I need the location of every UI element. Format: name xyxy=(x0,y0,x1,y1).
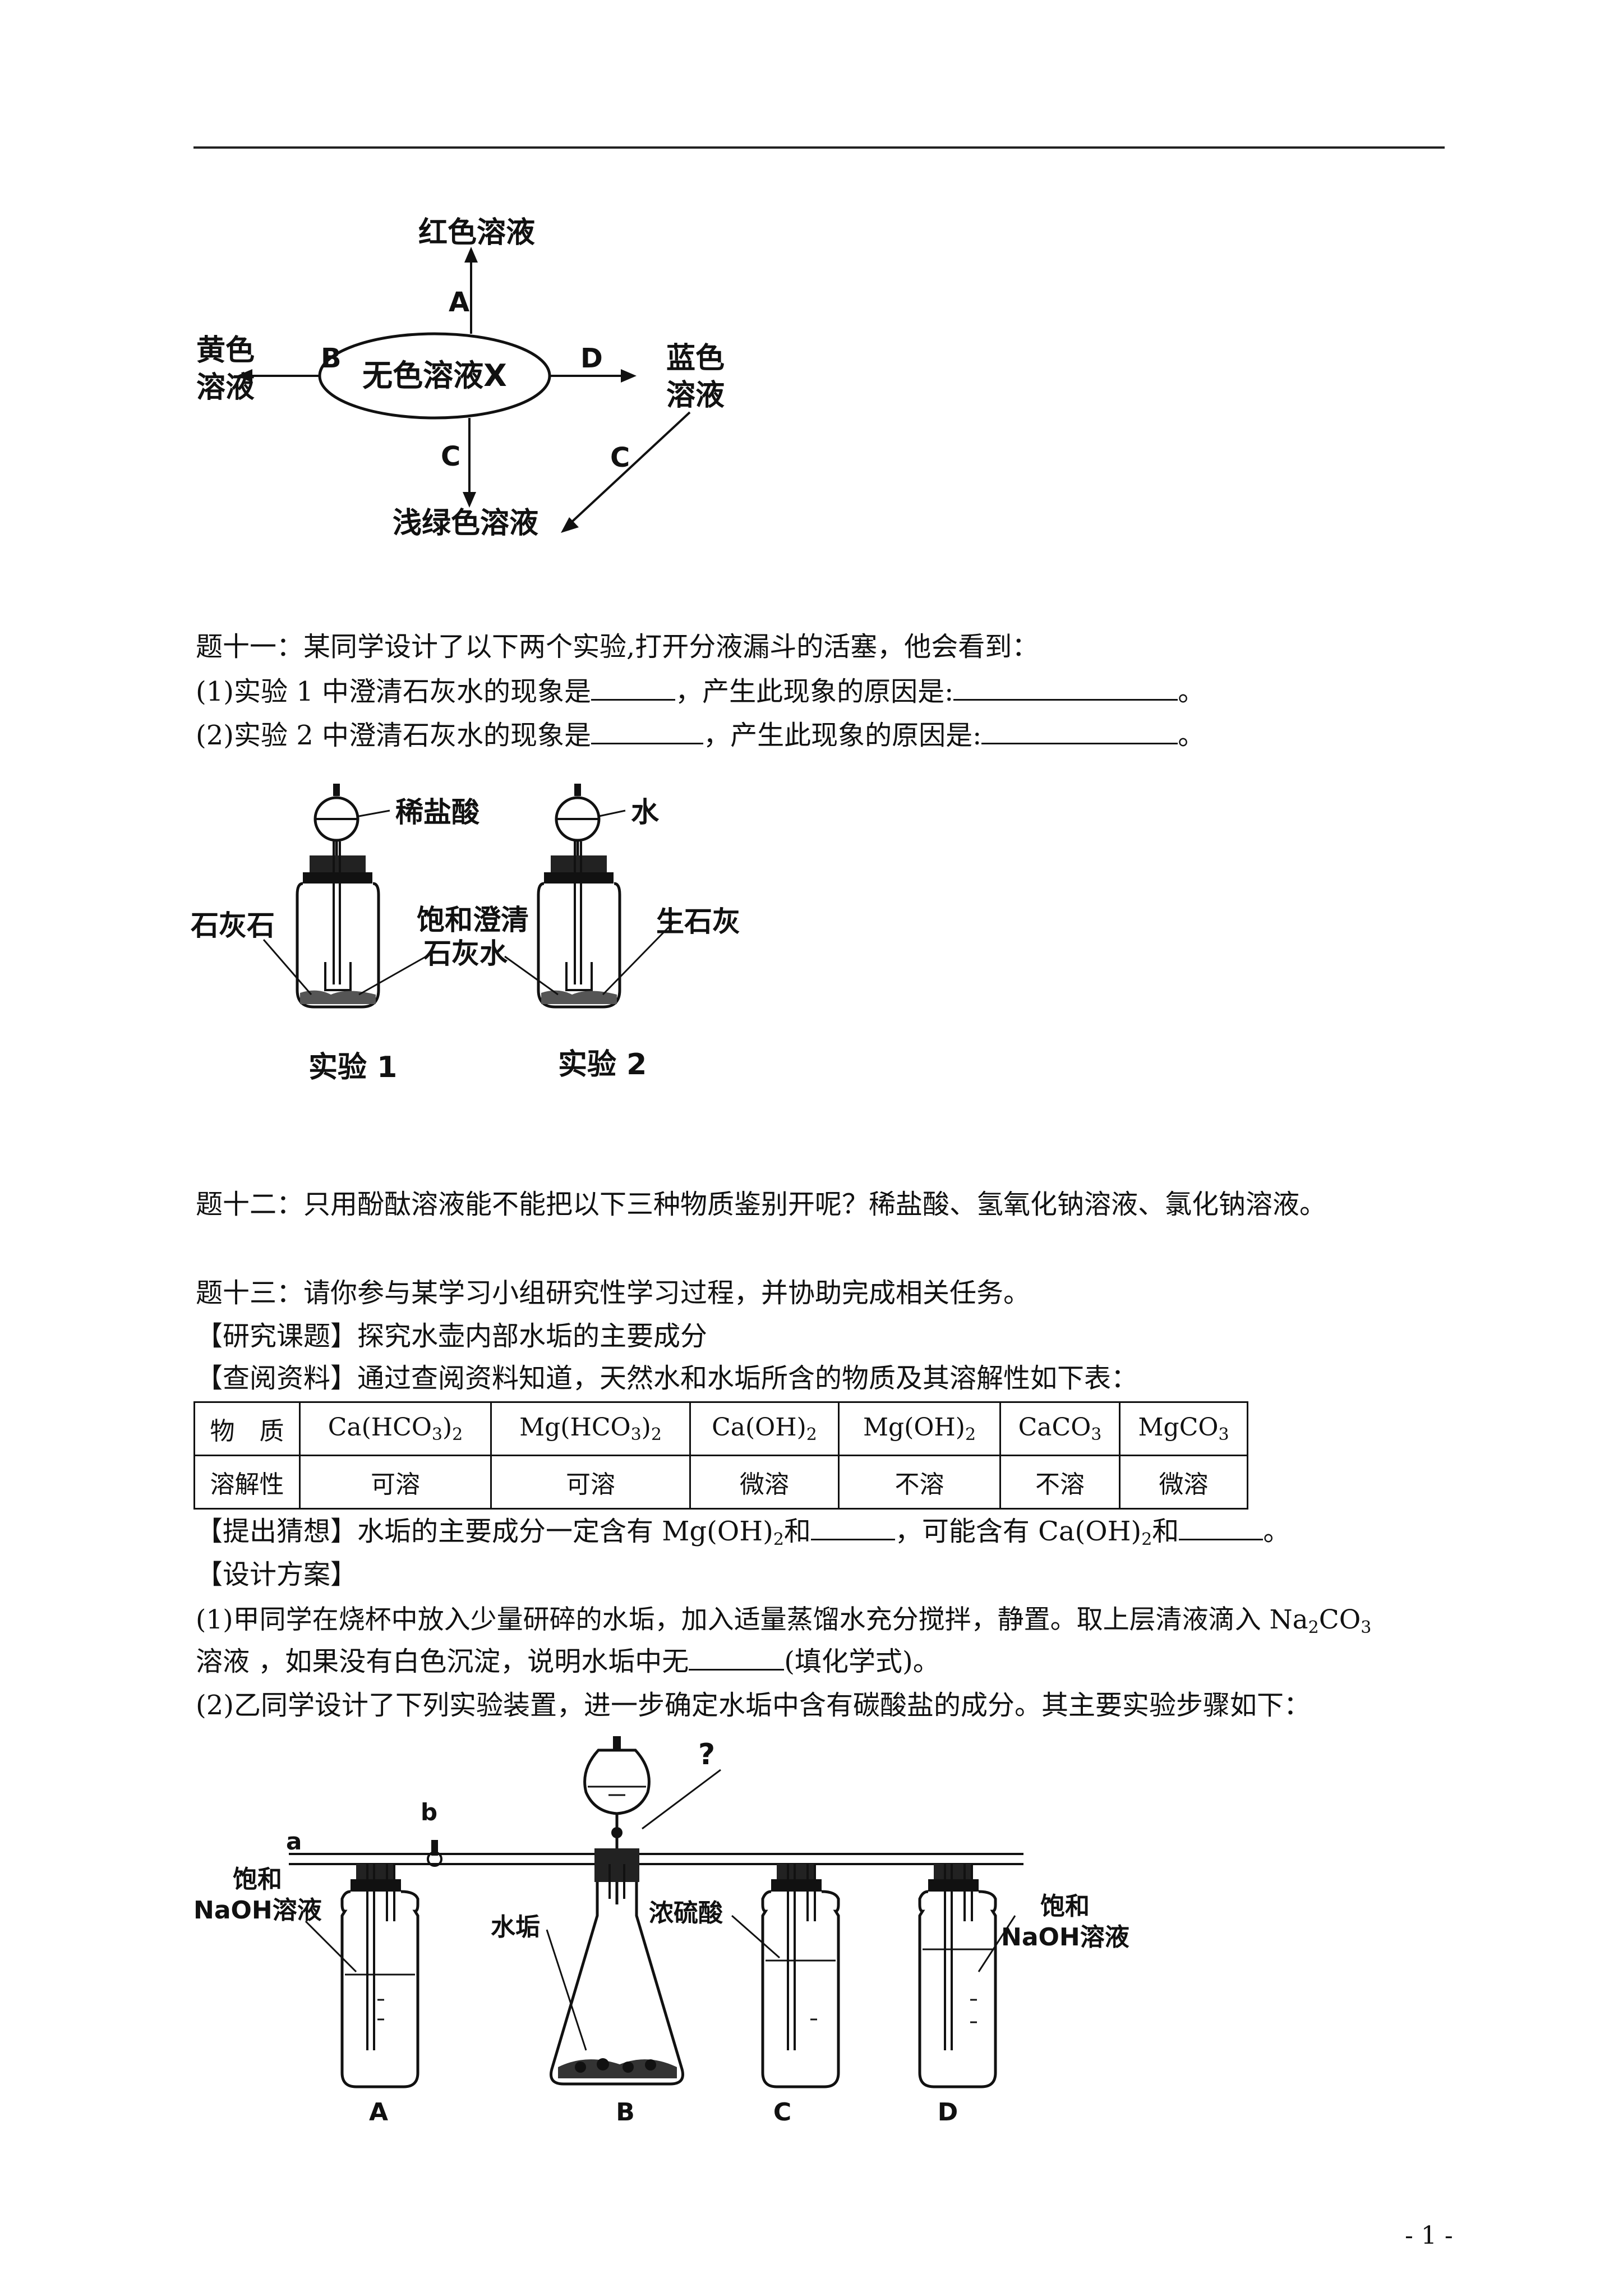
color-reaction-diagram: 无色溶液X 红色溶液 A B 黄色 溶液 D 蓝色 溶液 C C 浅绿色溶液 xyxy=(196,216,725,540)
experiment-apparatus-diagram: 稀盐酸 水 石灰石 饱和澄清 石灰水 生石灰 实验 1 实验 2 xyxy=(191,784,740,1084)
left-reagent-line2: NaOH溶液 xyxy=(193,1896,322,1925)
label-C: C xyxy=(773,2098,791,2127)
right-reagent-line1: 饱和 xyxy=(1040,1892,1090,1921)
arrow-label-d: D xyxy=(580,343,603,374)
scale-label: 水垢 xyxy=(491,1913,540,1941)
question-label: ? xyxy=(698,1738,715,1772)
q13-design: 【设计方案】 xyxy=(196,1559,358,1590)
table-cell: Mg(OH)2 xyxy=(838,1401,1001,1456)
right-solid-label: 生石灰 xyxy=(656,905,740,938)
q13-step2: (2)乙同学设计了下列实验装置，进一步确定水垢中含有碳酸盐的成分。其主要实验步骤… xyxy=(196,1690,1311,1721)
valve-b-label: b xyxy=(421,1798,437,1826)
carbonate-test-apparatus: a b ? 饱和 NaOH溶液 水垢 浓硫酸 饱和 NaOH溶液 A B C D xyxy=(193,1736,1129,2127)
left-label-line2: 溶液 xyxy=(196,371,255,404)
q11-stem: 题十一：某同学设计了以下两个实验,打开分液漏斗的活塞，他会看到： xyxy=(196,631,1039,662)
q13-stem: 题十三：请你参与某学习小组研究性学习过程，并协助完成相关任务。 xyxy=(196,1277,1031,1309)
q13-blank-1[interactable] xyxy=(810,1516,895,1540)
q11-part1: (1)实验 1 中澄清石灰水的现象是，产生此现象的原因是:。 xyxy=(196,676,1205,707)
right-reagent-line2: NaOH溶液 xyxy=(1001,1923,1129,1952)
table-cell: MgCO3 xyxy=(1119,1401,1248,1456)
page-number: - 1 - xyxy=(1405,2221,1453,2250)
right-label-line2: 溶液 xyxy=(666,379,725,412)
q13-hypothesis: 【提出猜想】水垢的主要成分一定含有 Mg(OH)2和，可能含有 Ca(OH)2和… xyxy=(196,1516,1290,1549)
exp1-label: 实验 1 xyxy=(308,1051,397,1084)
table-cell: Ca(HCO3)2 xyxy=(299,1401,492,1456)
q11-blank-3[interactable] xyxy=(591,720,704,744)
q11-blank-2[interactable] xyxy=(953,677,1178,701)
top-label: 红色溶液 xyxy=(418,216,535,250)
left-reagent-line1: 饱和 xyxy=(233,1865,282,1894)
mid-label-line1: 饱和澄清 xyxy=(417,904,529,936)
exp2-label: 实验 2 xyxy=(558,1048,647,1082)
arrow-label-b: B xyxy=(321,343,342,374)
acid-label: 浓硫酸 xyxy=(649,1899,723,1927)
q11-part2: (2)实验 2 中澄清石灰水的现象是，产生此现象的原因是:。 xyxy=(196,720,1205,751)
left-label-line1: 黄色 xyxy=(196,334,255,367)
mid-label-line2: 石灰水 xyxy=(423,937,508,970)
table-cell: 溶解性 xyxy=(193,1455,301,1510)
label-D: D xyxy=(938,2098,958,2127)
table-cell: 微溶 xyxy=(1119,1455,1248,1510)
table-row: 溶解性 可溶 可溶 微溶 不溶 不溶 微溶 xyxy=(193,1455,1248,1510)
bottle-c xyxy=(761,1864,840,2088)
q13-data: 【查阅资料】通过查阅资料知道，天然水和水垢所含的物质及其溶解性如下表： xyxy=(196,1363,1138,1394)
solubility-table: 物 质 Ca(HCO3)2 Mg(HCO3)2 Ca(OH)2 Mg(OH)2 … xyxy=(193,1401,1248,1510)
table-cell: 物 质 xyxy=(193,1401,301,1456)
bottle-1 xyxy=(296,784,380,1009)
table-cell: Mg(HCO3)2 xyxy=(490,1401,691,1456)
q13-blank-2[interactable] xyxy=(1179,1516,1264,1540)
bottom-label: 浅绿色溶液 xyxy=(393,507,538,540)
funnel-1-label: 稀盐酸 xyxy=(395,796,480,829)
label-B: B xyxy=(616,2098,635,2127)
table-cell: 可溶 xyxy=(299,1455,492,1510)
label-A: A xyxy=(369,2098,388,2127)
table-cell: 不溶 xyxy=(999,1455,1121,1510)
table-row: 物 质 Ca(HCO3)2 Mg(HCO3)2 Ca(OH)2 Mg(OH)2 … xyxy=(193,1401,1248,1456)
table-cell: 不溶 xyxy=(838,1455,1001,1510)
inlet-a-label: a xyxy=(286,1828,302,1855)
table-cell: Ca(OH)2 xyxy=(689,1401,840,1456)
header-rule xyxy=(193,146,1445,149)
q11-blank-1[interactable] xyxy=(591,677,676,701)
table-cell: CaCO3 xyxy=(999,1401,1121,1456)
q12-text: 题十二：只用酚酞溶液能不能把以下三种物质鉴别开呢？稀盐酸、氢氧化钠溶液、氯化钠溶… xyxy=(196,1189,1327,1220)
bottle-d xyxy=(918,1864,997,2088)
table-cell: 可溶 xyxy=(490,1455,691,1510)
right-label-line1: 蓝色 xyxy=(666,342,725,375)
left-solid-label: 石灰石 xyxy=(191,909,275,942)
q13-blank-3[interactable] xyxy=(689,1646,785,1671)
arrow-label-a: A xyxy=(449,287,469,318)
q13-topic: 【研究课题】探究水壶内部水垢的主要成分 xyxy=(196,1320,708,1352)
table-cell: 微溶 xyxy=(689,1455,840,1510)
center-label: 无色溶液X xyxy=(362,358,507,393)
bottle-2 xyxy=(537,784,621,1009)
q13-step1: (1)甲同学在烧杯中放入少量研碎的水垢，加入适量蒸馏水充分搅拌，静置。取上层清液… xyxy=(196,1604,1372,1637)
arrow-label-c2: C xyxy=(610,442,630,473)
bottle-a xyxy=(340,1864,419,2088)
q13-step1-cont: 溶液 ，如果没有白色沉淀，说明水垢中无(填化学式)。 xyxy=(196,1646,940,1677)
q11-blank-4[interactable] xyxy=(981,720,1178,744)
funnel-2-label: 水 xyxy=(631,796,660,829)
arrow-label-c: C xyxy=(441,441,460,472)
flask-b xyxy=(550,1736,721,2086)
